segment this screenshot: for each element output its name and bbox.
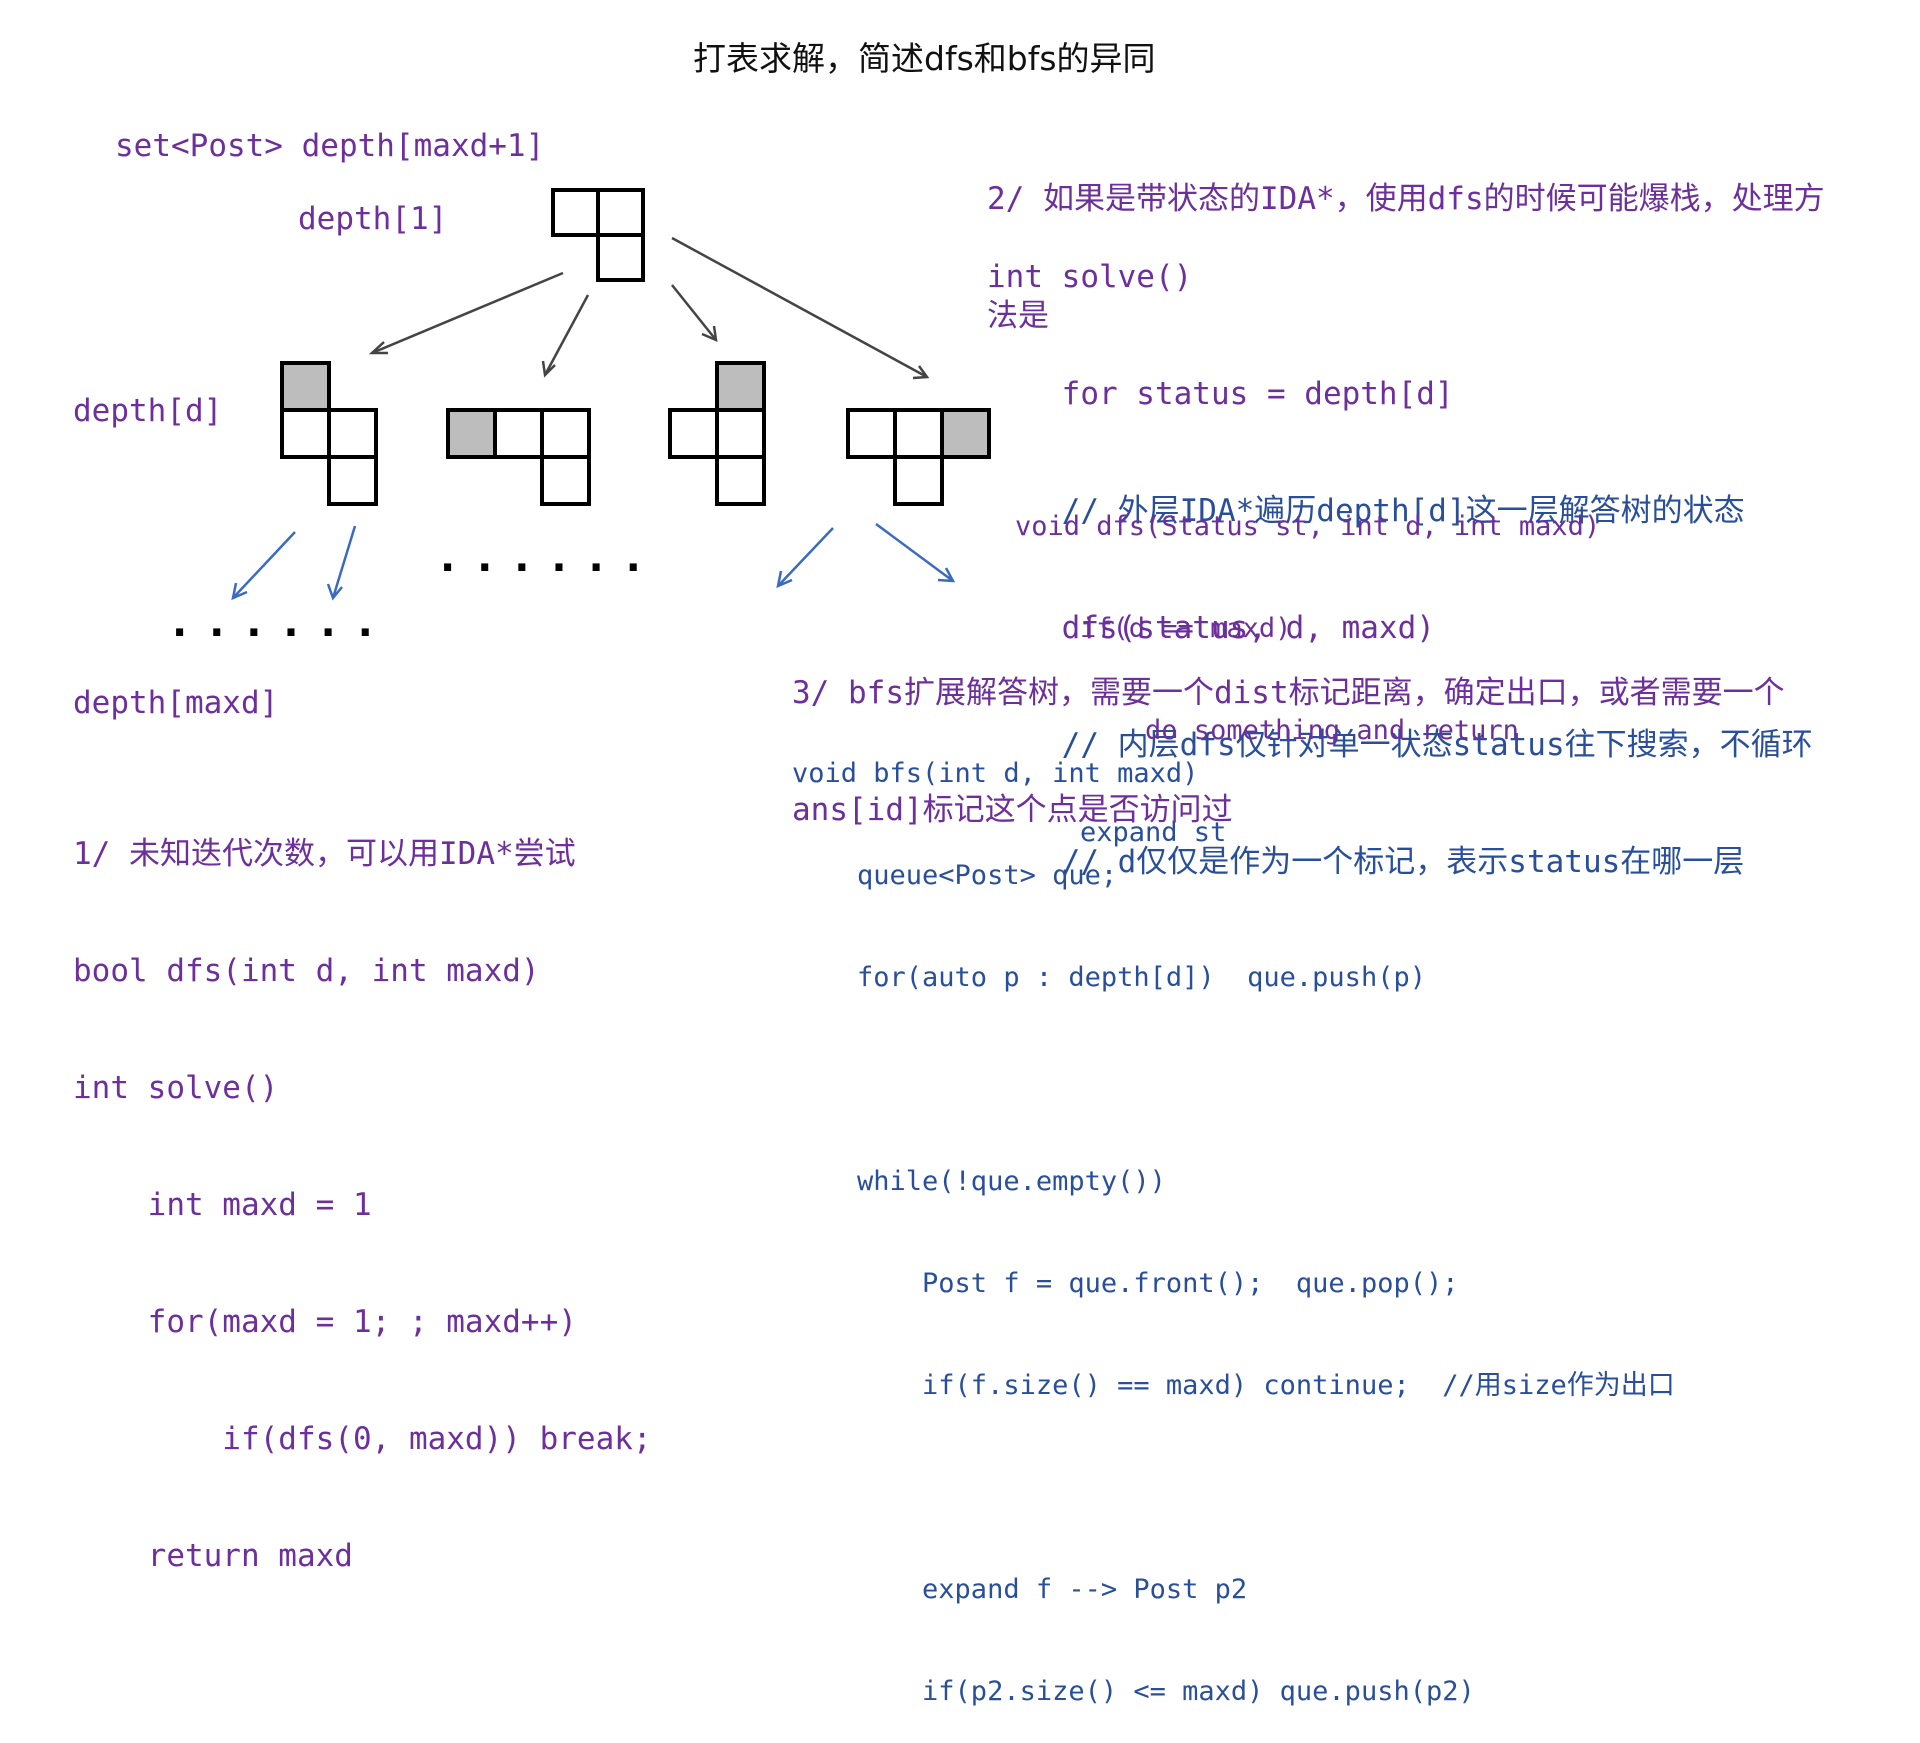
section-3-heading-line: 3/ bfs扩展解答树，需要一个dist标记距离，确定出口，或者需要一个	[792, 675, 1785, 711]
bfs-code-line: queue<Post> que;	[792, 860, 1118, 891]
set-declaration: set<Post> depth[maxd+1]	[115, 128, 545, 164]
middle-ellipsis: . . . . . .	[440, 535, 645, 581]
bfs-code-line: void bfs(int d, int maxd)	[792, 758, 1199, 789]
dfs-code-line: if(d == maxd)	[1015, 613, 1292, 644]
left-ellipsis: . . . . . .	[172, 600, 377, 646]
child-polyomino-3	[668, 361, 766, 506]
bfs-code-line: if(p2.size() <= maxd) que.push(p2)	[792, 1676, 1475, 1707]
bfs-code-line: if(f.size() == maxd) continue; //用size作为…	[792, 1370, 1675, 1401]
section-1-line: 1/ 未知迭代次数，可以用IDA*尝试	[73, 836, 576, 872]
root-polyomino	[551, 188, 645, 282]
section-2-heading-line: 法是	[987, 298, 1049, 334]
section-1-line: int maxd = 1	[73, 1187, 372, 1223]
section-2-heading: 2/ 如果是带状态的IDA*，使用dfs的时候可能爆栈，处理方 法是	[987, 102, 1825, 375]
section-2-code-line: dfs(status, d, maxd)	[987, 610, 1435, 646]
bfs-code-blank-line	[792, 1063, 1675, 1097]
section-2-comment-line: // 内层dfs仅针对单一状态status往下搜索，不循环	[987, 727, 1813, 763]
section-2-dfs-code: void dfs(Status st, int d, int maxd) if(…	[1015, 442, 1600, 884]
section-1-line: return maxd	[73, 1538, 353, 1574]
section-2-comment-line: // d仅仅是作为一个标记，表示status在哪一层	[987, 844, 1745, 880]
bfs-code-line: expand f --> Post p2	[792, 1574, 1248, 1605]
dfs-code-line: void dfs(Status st, int d, int maxd)	[1015, 511, 1601, 542]
expansion-arrows	[231, 522, 956, 601]
section-1-line: for(maxd = 1; ; maxd++)	[73, 1304, 577, 1340]
section-2-comment-line: // 外层IDA*遍历depth[d]这一层解答树的状态	[987, 493, 1745, 529]
section-3-heading-line: ans[id]标记这个点是否访问过	[792, 792, 1233, 828]
section-2-heading-line: 2/ 如果是带状态的IDA*，使用dfs的时候可能爆栈，处理方	[987, 181, 1825, 217]
section-1-line: bool dfs(int d, int maxd)	[73, 953, 540, 989]
section-2-solve-code: int solve() for status = depth[d] // 外层I…	[987, 180, 1813, 921]
depth-d-label: depth[d]	[73, 393, 223, 429]
page-title: 打表求解，简述dfs和bfs的异同	[693, 39, 1156, 78]
bfs-code-blank-line	[792, 1471, 1675, 1505]
bfs-code-line: Post f = que.front(); que.pop();	[792, 1268, 1459, 1299]
section-1-line: int solve()	[73, 1070, 279, 1106]
child-polyomino-1	[280, 361, 378, 506]
dfs-code-line: expand st	[1015, 817, 1227, 848]
child-polyomino-4	[846, 408, 991, 506]
search-tree-diagram	[231, 188, 991, 601]
child-polyomino-2	[446, 408, 591, 506]
dfs-code-line: do something and return	[1015, 715, 1519, 746]
section-3-heading: 3/ bfs扩展解答树，需要一个dist标记距离，确定出口，或者需要一个 ans…	[792, 596, 1785, 869]
depth-1-label: depth[1]	[298, 201, 448, 237]
section-2-code-line: for status = depth[d]	[987, 376, 1454, 412]
section-3-bfs-code: void bfs(int d, int maxd) queue<Post> qu…	[792, 689, 1675, 1743]
section-2-code-line: int solve()	[987, 259, 1193, 295]
bfs-code-line: while(!que.empty())	[792, 1166, 1166, 1197]
section-1-line: if(dfs(0, maxd)) break;	[73, 1421, 652, 1457]
root-arrows	[368, 236, 930, 380]
bfs-code-line: for(auto p : depth[d]) que.push(p)	[792, 962, 1426, 993]
section-1-block: 1/ 未知迭代次数，可以用IDA*尝试 bool dfs(int d, int …	[73, 757, 652, 1615]
depth-maxd-label: depth[maxd]	[73, 685, 279, 721]
